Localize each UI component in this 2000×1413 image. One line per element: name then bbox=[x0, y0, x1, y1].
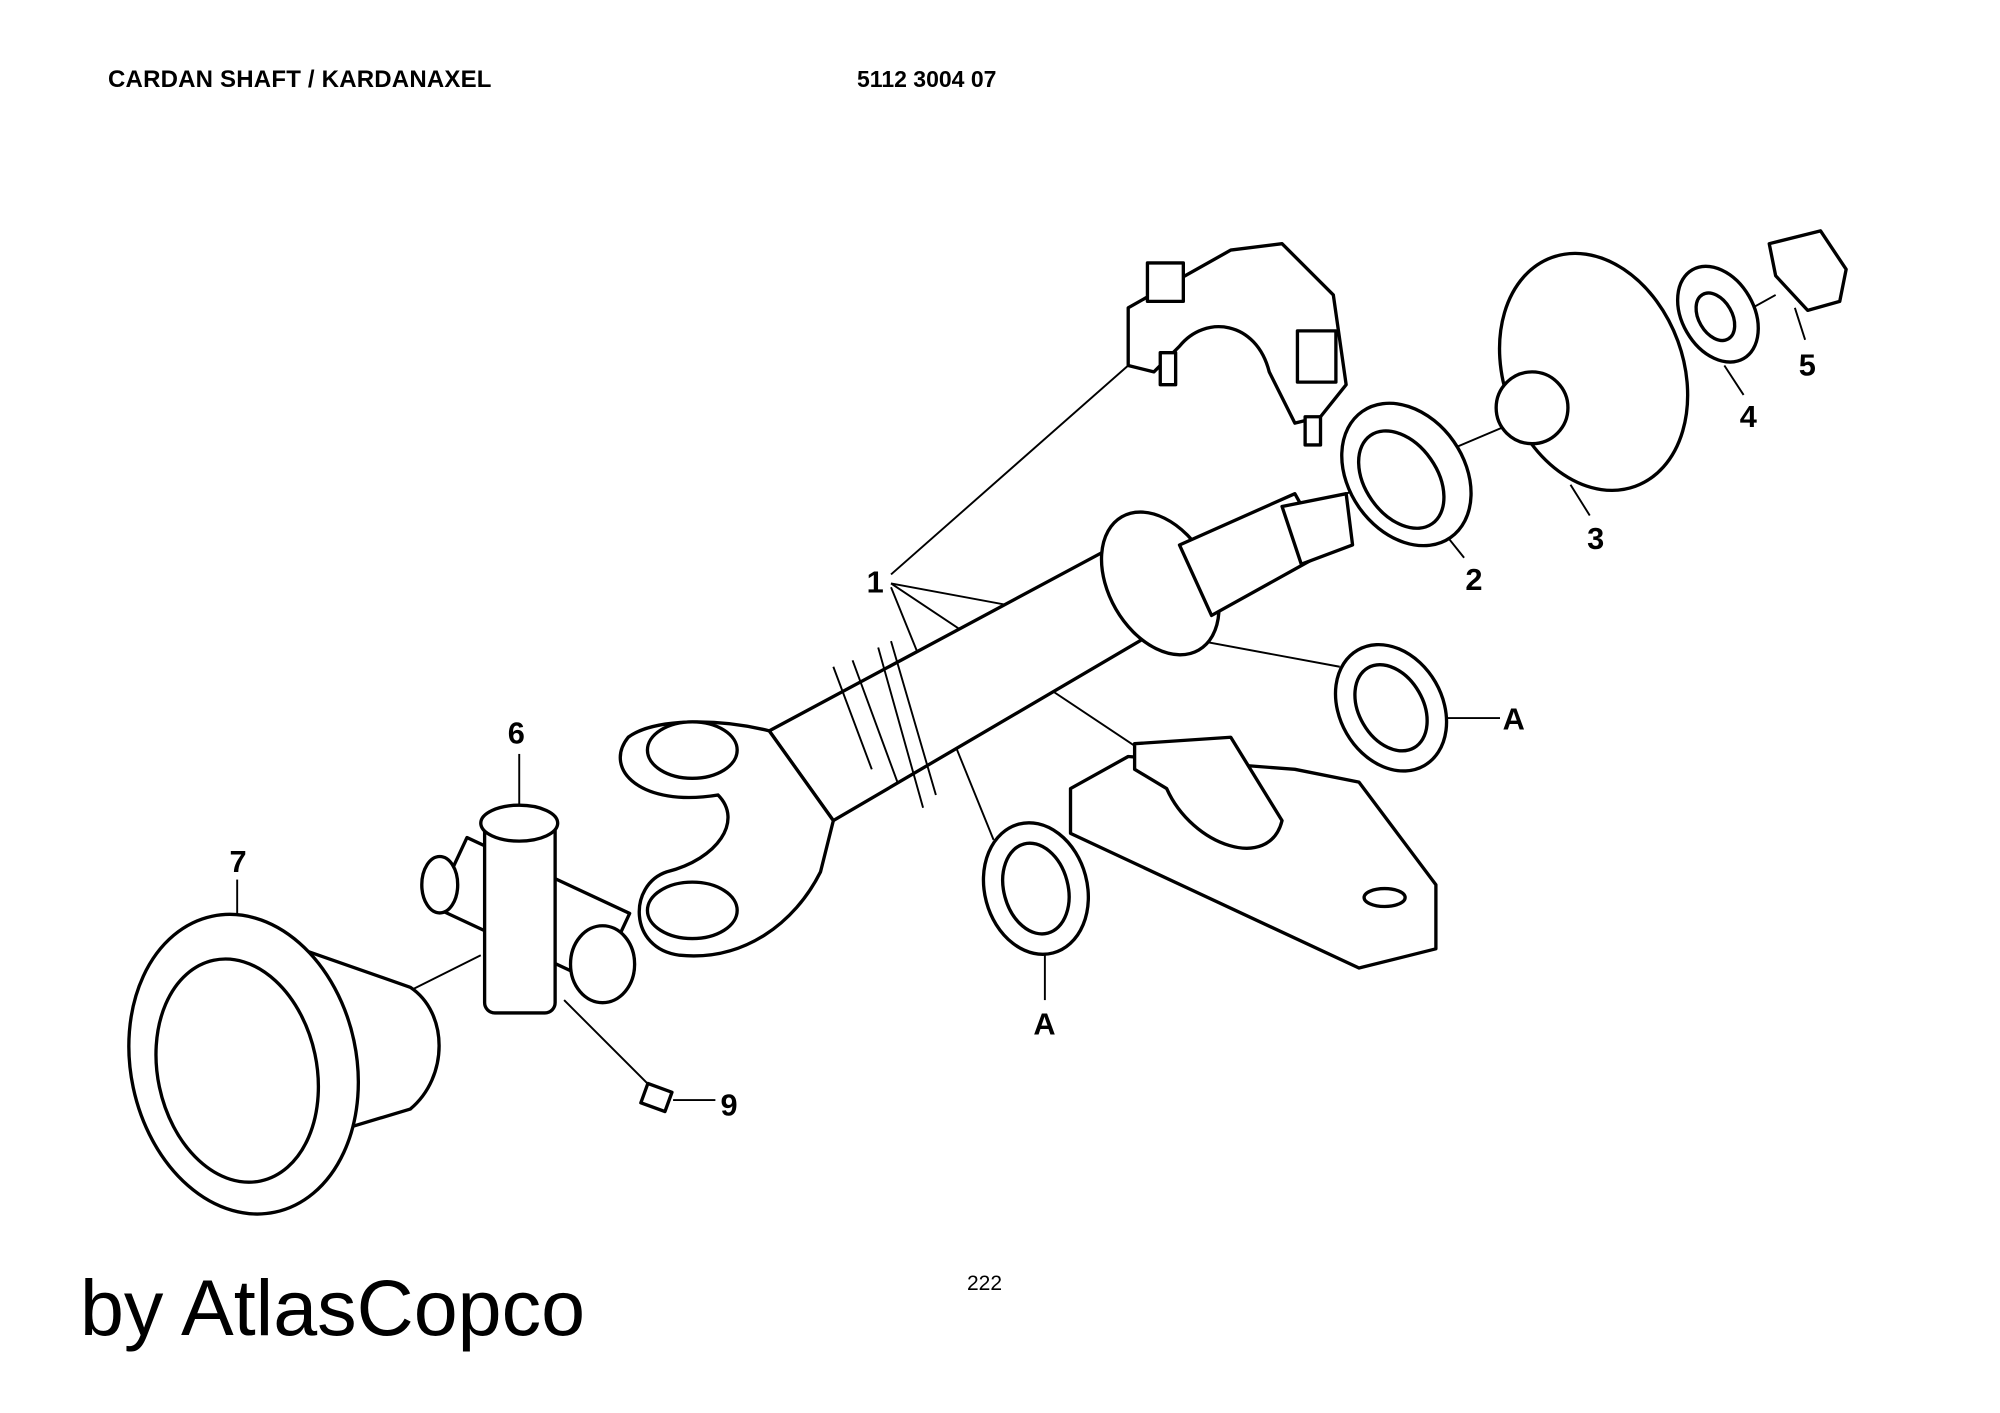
callout-7: 7 bbox=[229, 844, 246, 879]
flange-icon bbox=[1497, 251, 1690, 493]
page-number: 222 bbox=[967, 1272, 1003, 1295]
universal-joint-cross bbox=[420, 803, 637, 1015]
callout-a-right: A bbox=[1503, 702, 1525, 737]
cardan-shaft bbox=[618, 492, 1355, 958]
callout-4: 4 bbox=[1740, 399, 1757, 434]
callout-3: 3 bbox=[1587, 521, 1604, 556]
part-number: 5112 3004 07 bbox=[857, 66, 997, 92]
grease-nipple-icon bbox=[639, 1081, 674, 1114]
callout-6: 6 bbox=[508, 716, 525, 751]
page-title: CARDAN SHAFT / KARDANAXEL bbox=[108, 66, 492, 93]
nut-icon bbox=[1767, 229, 1848, 313]
brand-watermark: by AtlasCopco bbox=[80, 1263, 586, 1352]
bearing-block bbox=[1068, 735, 1438, 970]
callout-a-bottom: A bbox=[1033, 1007, 1055, 1042]
flange-yoke bbox=[127, 912, 441, 1216]
bearing-cap bbox=[1126, 242, 1348, 447]
callout-9: 9 bbox=[721, 1087, 738, 1122]
callout-2: 2 bbox=[1465, 562, 1482, 597]
callout-1: 1 bbox=[867, 564, 884, 599]
callout-5: 5 bbox=[1799, 348, 1816, 383]
